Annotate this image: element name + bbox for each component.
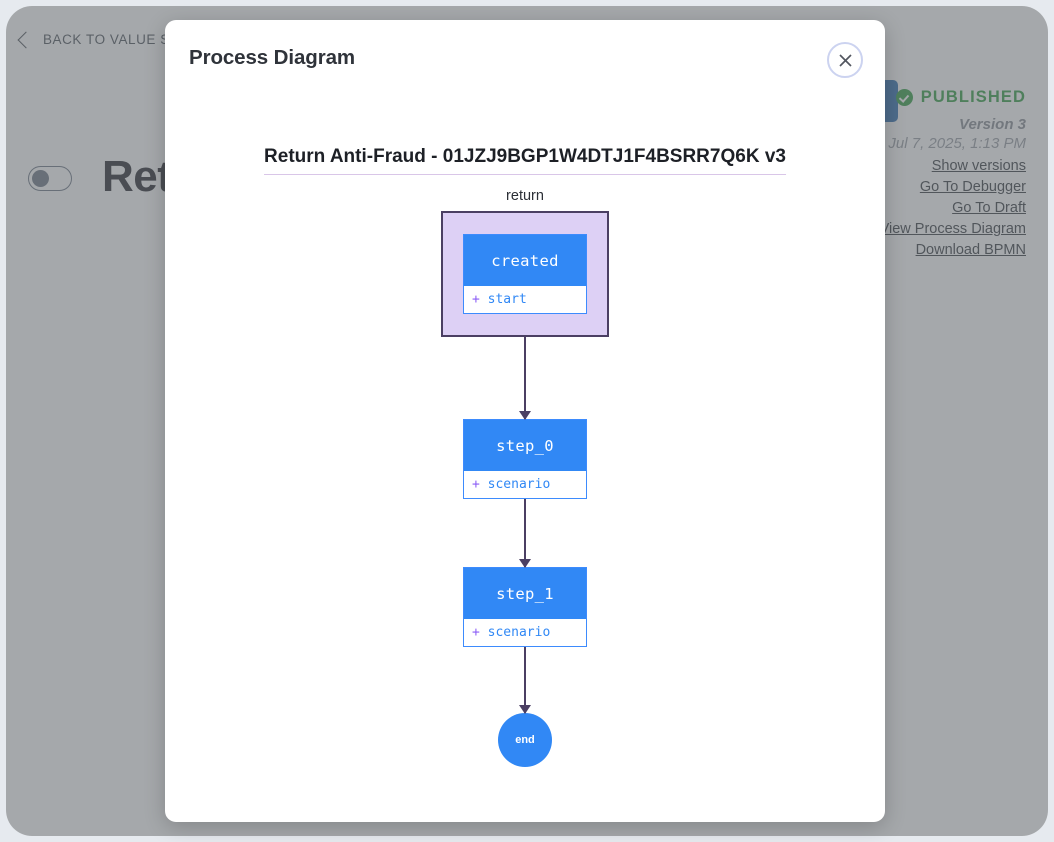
connector-created-to-step0	[523, 337, 527, 419]
plus-icon: +	[472, 625, 480, 640]
diagram-title: Return Anti-Fraud - 01JZJ9BGP1W4DTJ1F4BS…	[264, 146, 786, 175]
lane-return: created + start	[441, 211, 609, 337]
plus-icon: +	[472, 292, 480, 307]
diagram-title-container: Return Anti-Fraud - 01JZJ9BGP1W4DTJ1F4BS…	[264, 146, 786, 175]
process-diagram-modal: Process Diagram Return Anti-Fraud - 01JZ…	[165, 20, 885, 822]
node-step-0[interactable]: step_0 + scenario	[463, 419, 587, 499]
node-created-action-label: start	[487, 292, 527, 307]
node-created-action[interactable]: + start	[464, 286, 586, 313]
lane-label-return: return	[506, 188, 544, 204]
process-flow: return created + start step_0 + scenario…	[165, 188, 885, 767]
modal-title: Process Diagram	[189, 46, 356, 69]
close-button[interactable]	[827, 42, 863, 78]
plus-icon: +	[472, 477, 480, 492]
node-step-1-action-label: scenario	[487, 625, 551, 640]
node-created-name: created	[464, 235, 586, 286]
node-step-0-name: step_0	[464, 420, 586, 471]
node-step-0-action-label: scenario	[487, 477, 551, 492]
node-step-0-action[interactable]: + scenario	[464, 471, 586, 498]
connector-step1-to-end	[523, 647, 527, 713]
node-end[interactable]: end	[498, 713, 552, 767]
node-created[interactable]: created + start	[463, 234, 587, 314]
connector-step0-to-step1	[523, 499, 527, 567]
node-step-1-name: step_1	[464, 568, 586, 619]
node-step-1-action[interactable]: + scenario	[464, 619, 586, 646]
node-step-1[interactable]: step_1 + scenario	[463, 567, 587, 647]
close-icon	[838, 53, 852, 67]
